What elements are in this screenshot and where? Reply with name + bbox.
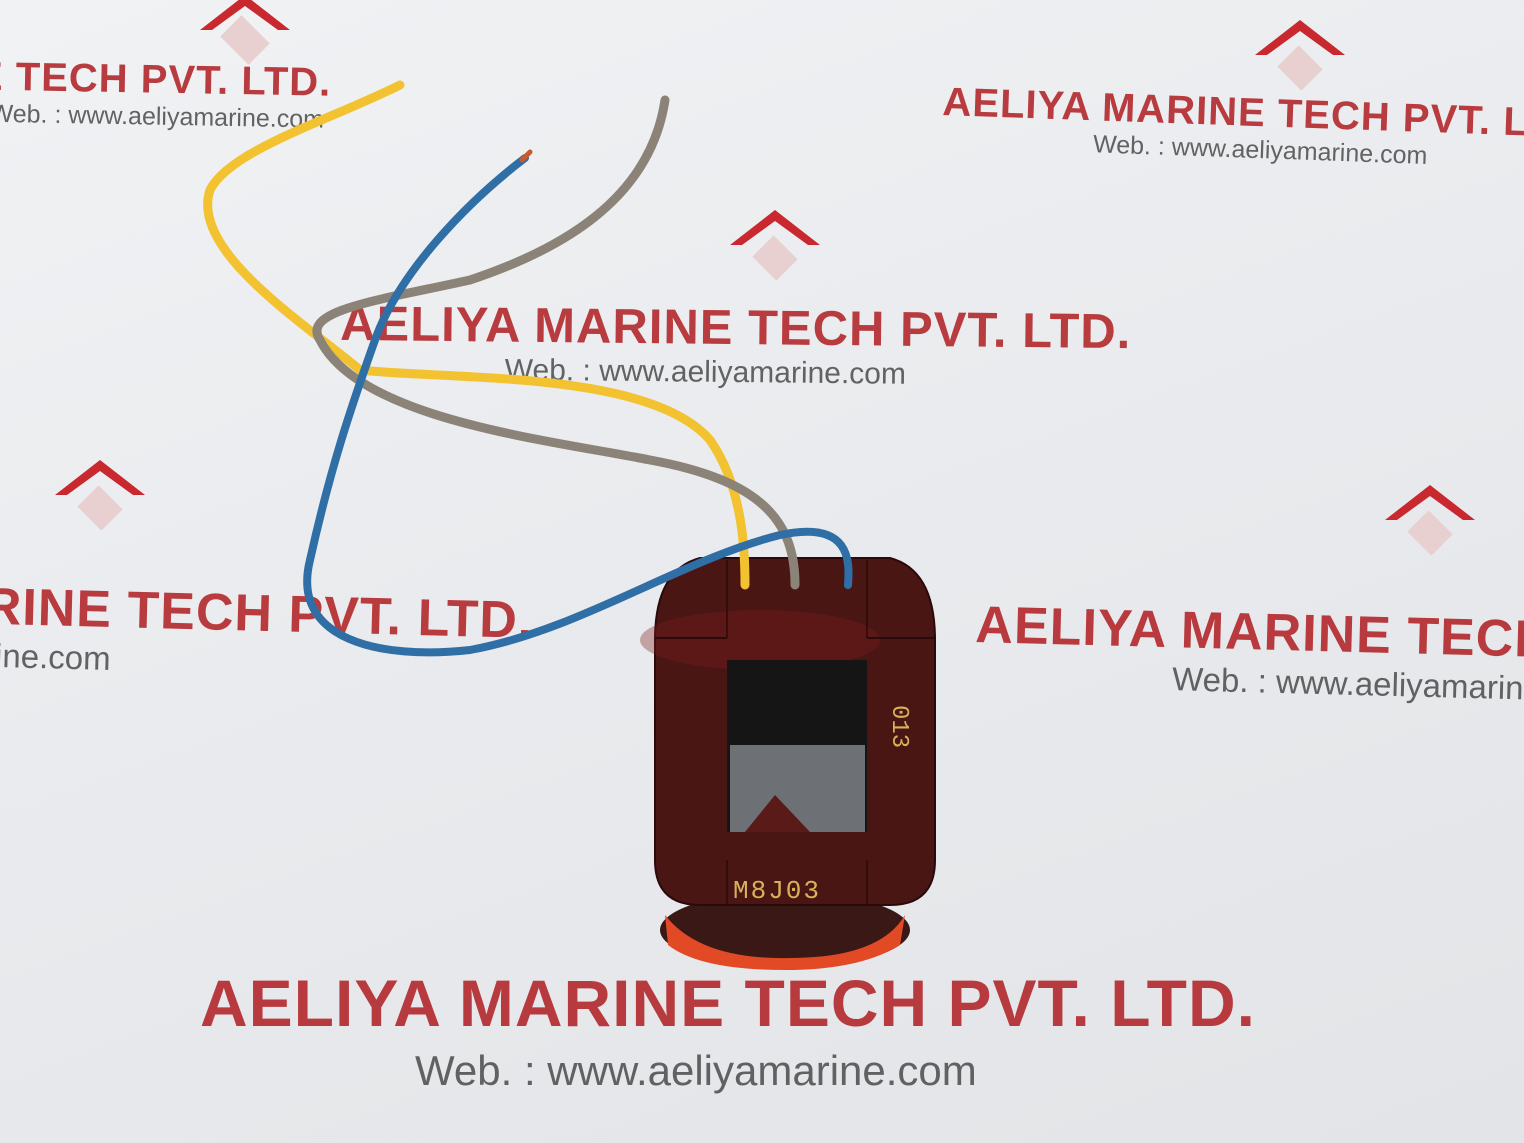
side-marking: 013 — [885, 705, 912, 748]
gray-wire — [312, 95, 800, 590]
watermark-web: Web. : www.aeliyamarine.com — [415, 1047, 977, 1094]
yellow-wire — [203, 80, 750, 590]
logo-chevron-icon — [1255, 20, 1345, 91]
coil: 013 M8J03 — [640, 557, 936, 970]
watermark-company: AELIYA MARINE TECH PVT. LTD. — [200, 966, 1256, 1040]
logo-chevron-icon — [1385, 485, 1475, 556]
logo-chevron-icon — [200, 0, 290, 65]
front-marking: M8J03 — [733, 876, 821, 906]
blue-wire — [303, 154, 853, 657]
logo-chevron-icon — [55, 460, 145, 531]
watermark-bottom: AELIYA MARINE TECH PVT. LTD. Web. : www.… — [200, 965, 1256, 1095]
logo-chevron-icon — [730, 210, 820, 281]
wires — [203, 80, 853, 657]
